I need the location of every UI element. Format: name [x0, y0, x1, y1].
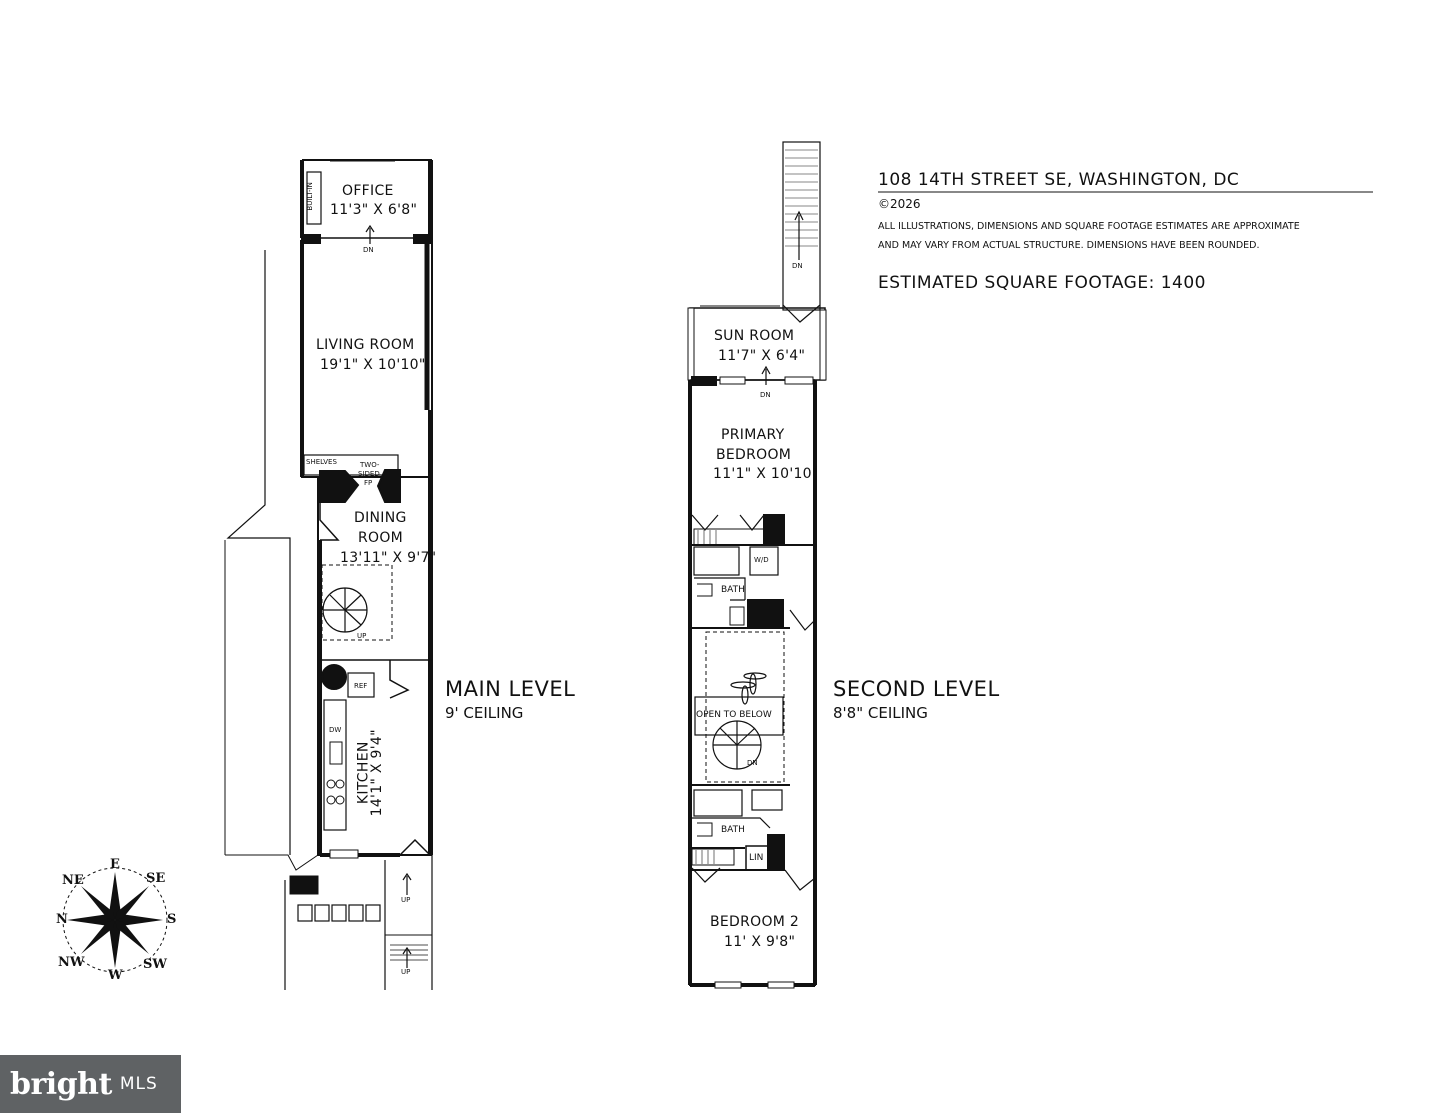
second-level-title: SECOND LEVEL: [833, 677, 1000, 701]
living-room-name: LIVING ROOM: [316, 337, 415, 353]
rear-up-label-2: UP: [401, 968, 411, 976]
main-level-title: MAIN LEVEL: [445, 677, 576, 701]
ceiling-fan: [730, 672, 767, 705]
sun-room-name: SUN ROOM: [714, 328, 795, 344]
fireplace-label-3: FP: [364, 479, 373, 487]
exterior-stair-dn-label: DN: [792, 262, 803, 270]
living-room-dims: 19'1" X 10'10": [320, 357, 426, 373]
compass-s: S: [167, 912, 177, 927]
bedroom-2-name: BEDROOM 2: [710, 914, 800, 930]
disclaimer-line-2: AND MAY VARY FROM ACTUAL STRUCTURE. DIME…: [878, 240, 1260, 251]
main-stair-up-label: UP: [357, 632, 367, 640]
copyright: ©2026: [878, 197, 921, 211]
sun-room-dims: 11'7" X 6'4": [718, 348, 806, 364]
compass-n: N: [56, 912, 68, 927]
compass-nw: NW: [58, 955, 85, 970]
compass-ne: NE: [62, 873, 84, 888]
bright-mls-logo: bright MLS: [0, 1055, 181, 1113]
spiral-stair-main: [322, 587, 368, 633]
built-in-label: BUILT-IN: [305, 182, 314, 211]
kitchen-dims: 14'1" X 9'4": [368, 729, 385, 817]
fireplace-label-1: TWO-: [360, 461, 380, 469]
brand-word: bright: [10, 1066, 112, 1102]
dining-room-name-1: DINING: [354, 510, 407, 526]
square-footage: ESTIMATED SQUARE FOOTAGE: 1400: [878, 273, 1206, 293]
shelves-label: SHELVES: [306, 458, 337, 466]
dining-room-name-2: ROOM: [358, 530, 404, 546]
compass-rose: [62, 867, 168, 973]
dw-label: DW: [329, 726, 342, 734]
office-dims: 11'3" X 6'8": [330, 202, 418, 218]
second-level-ceiling: 8'8" CEILING: [833, 704, 928, 722]
sun-room-dn-label: DN: [760, 391, 771, 399]
compass-sw: SW: [143, 957, 167, 972]
rear-up-label-1: UP: [401, 896, 411, 904]
bedroom-2-dims: 11' X 9'8": [724, 934, 796, 950]
fireplace-label-2: SIDED: [358, 470, 380, 478]
bath-1-label: BATH: [721, 585, 745, 595]
brand-suffix: MLS: [119, 1074, 158, 1094]
linen-closet-label: LIN: [749, 853, 764, 863]
dining-room-dims: 13'11" X 9'7": [340, 550, 437, 566]
compass-se: SE: [146, 871, 166, 886]
primary-bedroom-name-2: BEDROOM: [716, 447, 792, 463]
main-level-ceiling: 9' CEILING: [445, 704, 524, 722]
compass-w: W: [108, 968, 123, 983]
wd-label: W/D: [754, 556, 769, 564]
office-dn-label: DN: [363, 246, 374, 254]
primary-bedroom-name-1: PRIMARY: [721, 427, 785, 443]
address-title: 108 14TH STREET SE, WASHINGTON, DC: [878, 170, 1240, 190]
office-name: OFFICE: [342, 183, 394, 199]
bath-2-label: BATH: [721, 825, 745, 835]
open-to-below-label: OPEN TO BELOW: [696, 710, 772, 720]
compass-e: E: [110, 857, 120, 872]
second-stair-dn-label: DN: [747, 759, 758, 767]
primary-bedroom-dims: 11'1" X 10'10": [713, 466, 819, 482]
ref-label: REF: [354, 682, 368, 690]
disclaimer-line-1: ALL ILLUSTRATIONS, DIMENSIONS AND SQUARE…: [878, 221, 1300, 232]
spiral-stair-second: [712, 720, 762, 770]
